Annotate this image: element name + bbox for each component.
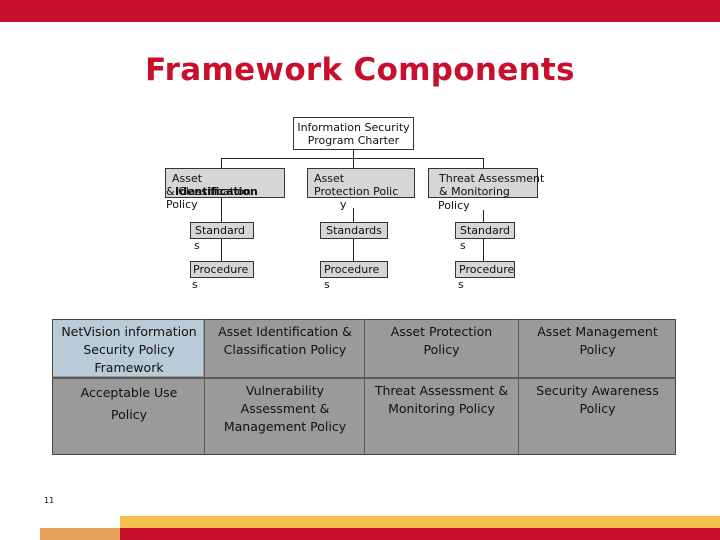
procedures-node-tail: s	[458, 278, 464, 291]
table-cell-line: Management Policy	[223, 419, 347, 434]
footer-left-block	[40, 528, 120, 540]
slide-title: Framework Components	[145, 52, 575, 88]
policy-node-asset-identification: Asset Identification & Classification Po…	[165, 168, 285, 211]
footer-gold-bar	[120, 516, 720, 528]
connector-line	[221, 158, 222, 168]
table-col-divider	[204, 319, 205, 455]
table-cell-line: Monitoring Policy	[388, 401, 495, 416]
policy-node-tail: Policy	[438, 199, 470, 212]
policy-node-line: & Monitoring	[439, 185, 510, 198]
standards-node-tail: s	[194, 239, 200, 252]
table-cell-line: Threat Assessment &	[374, 383, 509, 398]
policy-node-line: Protection Polic	[314, 185, 399, 198]
table-cell-line: Acceptable Use	[80, 385, 178, 400]
table-cell-line: Policy	[579, 342, 616, 357]
page-number: 11	[44, 496, 55, 505]
charter-node: Information Security Program Charter	[293, 117, 414, 150]
table-cell-line: Security Awareness	[536, 383, 659, 398]
charter-line-1: Information Security	[297, 121, 410, 134]
standards-node-2: Standards	[320, 222, 388, 239]
connector-line	[483, 239, 484, 261]
connector-line	[353, 150, 354, 158]
table-cell-line: Policy	[111, 407, 147, 422]
policy-node-line: Identification & Classification Policy	[166, 185, 284, 211]
table-cell-line: Asset Protection	[390, 324, 493, 339]
policy-node-line: & Classification Policy	[166, 185, 251, 211]
table-cell-line: Asset Management	[537, 324, 658, 339]
top-accent-bar	[0, 0, 720, 22]
policy-node-line: Asset	[314, 172, 345, 185]
table-cell-line: Security Policy	[83, 342, 175, 357]
table-cell-asset-identification: Asset Identification & Classification Po…	[205, 323, 365, 359]
connector-line	[353, 208, 354, 222]
procedures-node-2: Procedure	[320, 261, 388, 278]
standards-node-tail: s	[460, 239, 466, 252]
table-cell-line: Assessment &	[240, 401, 330, 416]
table-cell-line: Policy	[579, 401, 616, 416]
table-cell-security-awareness: Security Awareness Policy	[519, 382, 676, 418]
table-col-divider	[364, 319, 365, 455]
footer-red-bar	[40, 528, 720, 540]
standards-node-3: Standard	[455, 222, 515, 239]
standards-node-1: Standard	[190, 222, 254, 239]
table-cell-asset-management: Asset Management Policy	[519, 323, 676, 359]
connector-line	[221, 239, 222, 261]
policy-node-threat-assessment: Threat Assessment & Monitoring	[428, 168, 545, 198]
connector-line	[483, 210, 484, 222]
policy-node-line: Threat Assessment	[439, 172, 545, 185]
policy-node-line: Asset	[172, 172, 203, 185]
table-cell-line: Vulnerability	[245, 383, 325, 398]
table-cell-framework: NetVision information Security Policy Fr…	[55, 323, 203, 377]
connector-line	[353, 158, 354, 168]
table-cell-threat-assessment: Threat Assessment & Monitoring Policy	[365, 382, 518, 418]
procedures-node-tail: s	[324, 278, 330, 291]
procedures-node-3: Procedure	[455, 261, 515, 278]
table-cell-line: NetVision information	[61, 324, 197, 339]
table-cell-line: Asset Identification &	[218, 324, 352, 339]
table-cell-asset-protection: Asset Protection Policy	[365, 323, 518, 359]
table-cell-vulnerability: Vulnerability Assessment & Management Po…	[205, 382, 365, 436]
procedures-node-1: Procedure	[190, 261, 254, 278]
connector-line	[221, 158, 483, 159]
procedures-node-tail: s	[192, 278, 198, 291]
policy-node-asset-protection: Asset Protection Polic	[307, 168, 415, 198]
table-col-divider	[518, 319, 519, 455]
charter-line-2: Program Charter	[307, 134, 400, 147]
table-cell-line: Classification Policy	[223, 342, 347, 357]
connector-line	[353, 239, 354, 261]
table-cell-acceptable-use: Acceptable Use Policy	[55, 382, 203, 426]
table-cell-line: Framework	[94, 360, 164, 375]
framework-cell-highlight	[53, 320, 203, 376]
policy-node-tail: y	[340, 198, 347, 211]
connector-line	[483, 158, 484, 168]
connector-line	[221, 198, 222, 222]
table-cell-line: Policy	[423, 342, 460, 357]
policy-node-line-overlap: Identification	[175, 185, 258, 198]
